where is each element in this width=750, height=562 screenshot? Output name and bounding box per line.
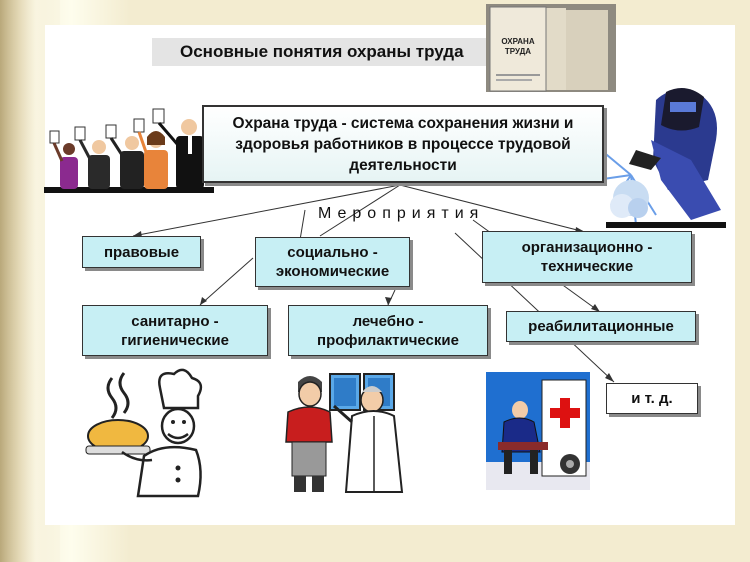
etc-text: и т. д. [631,390,673,407]
org-technical-measures-box: организационно - технические [482,231,692,283]
svg-text:ТРУДА: ТРУДА [505,47,531,56]
legal-measures-text: правовые [103,243,180,261]
sanitary-measures-box: санитарно - гигиенические [82,305,268,356]
audience-clipart [44,108,214,193]
main-definition-text: Охрана труда - система сохранения жизни … [232,114,574,174]
medical-measures-text: лечебно - профилактические [317,312,459,349]
rehab-measures-box: реабилитационные [506,311,696,342]
main-definition-box: Охрана труда - система сохранения жизни … [202,105,604,183]
socio-economic-measures-text: социально - экономические [275,244,390,280]
legal-measures-box: правовые [82,236,201,268]
title-bar [152,38,487,66]
measures-label: Мероприятия [318,205,485,222]
welder-clipart [596,88,726,228]
chef-clipart [85,368,203,498]
slide-title: Основные понятия охраны труда [180,42,464,61]
socio-economic-measures-box: социально - экономические [255,237,410,287]
rehab-measures-text: реабилитационные [528,318,674,335]
book-stack-image: ОХРАНА ТРУДА [486,4,616,92]
medical-measures-box: лечебно - профилактические [288,305,488,356]
org-technical-measures-text: организационно - технические [521,239,653,275]
doctors-clipart [285,373,404,493]
etc-box: и т. д. [606,383,698,414]
svg-text:ОХРАНА: ОХРАНА [501,37,534,46]
ambulance-clipart [486,372,590,490]
sanitary-measures-text: санитарно - гигиенические [121,312,229,349]
